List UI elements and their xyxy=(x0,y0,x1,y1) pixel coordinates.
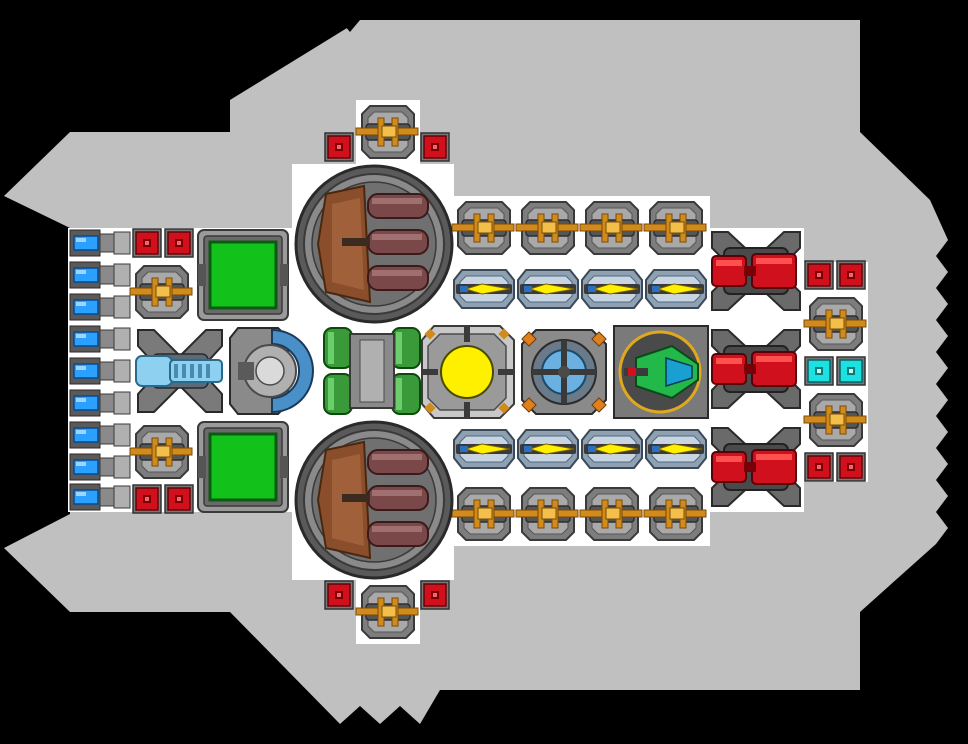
fuel-tank-icon xyxy=(294,420,454,580)
thruster-icon xyxy=(69,325,131,353)
thruster-icon xyxy=(69,483,131,511)
reactor-core-icon xyxy=(421,325,515,419)
thruster-bank xyxy=(69,229,131,511)
main-engine-icon xyxy=(135,329,223,413)
missile-launcher-icon xyxy=(517,429,579,469)
ammo-box-icon xyxy=(804,260,834,290)
missile-launcher-icon xyxy=(581,269,643,309)
ammo-box-icon xyxy=(804,452,834,482)
missile-launcher-icon xyxy=(581,429,643,469)
cannon-turret-icon xyxy=(355,105,419,159)
ammo-box-icon xyxy=(420,132,450,162)
ammo-box-icon xyxy=(164,228,194,258)
thruster-icon xyxy=(69,261,131,289)
cannon-turret-icon xyxy=(579,201,643,255)
thruster-icon xyxy=(69,389,131,417)
missile-launcher-icon xyxy=(453,429,515,469)
fuel-tank-icon xyxy=(294,164,454,324)
missile-launcher-icon xyxy=(517,269,579,309)
ammo-box-icon xyxy=(164,484,194,514)
shield-cell-icon xyxy=(836,356,866,386)
cargo-bay-icon xyxy=(196,228,290,322)
thruster-icon xyxy=(69,421,131,449)
ammo-box-icon xyxy=(132,484,162,514)
ammo-box-icon xyxy=(324,580,354,610)
cargo-bay-icon xyxy=(196,420,290,514)
ammo-box-icon xyxy=(132,228,162,258)
cannon-turret-icon xyxy=(129,265,193,319)
cannon-turret-icon xyxy=(355,585,419,639)
cannon-turret-icon xyxy=(643,487,707,541)
ammo-box-icon xyxy=(420,580,450,610)
thruster-icon xyxy=(69,453,131,481)
ammo-box-icon xyxy=(836,260,866,290)
shield-cell-icon xyxy=(804,356,834,386)
green-tank-icon xyxy=(323,327,421,415)
heavy-cannons xyxy=(711,231,801,507)
missile-launcher-icon xyxy=(645,429,707,469)
cannon-turret-icon xyxy=(579,487,643,541)
cannon-turret-icon xyxy=(451,487,515,541)
cannon-turret-icon xyxy=(643,201,707,255)
cannon-turret-icon xyxy=(803,297,867,351)
missile-launcher-icon xyxy=(645,269,707,309)
cannon-turret-icon xyxy=(515,487,579,541)
cannon-turret-icon xyxy=(803,393,867,447)
cockpit-dome-icon xyxy=(229,327,314,415)
thruster-icon xyxy=(69,357,131,385)
cannon-turret-icon xyxy=(129,425,193,479)
cannon-turret-icon xyxy=(515,201,579,255)
missile-launcher-icon xyxy=(453,269,515,309)
cannon-turret-icon xyxy=(451,201,515,255)
ai-core-icon xyxy=(613,325,709,419)
thruster-icon xyxy=(69,293,131,321)
ammo-box-icon xyxy=(324,132,354,162)
gyroscope-icon xyxy=(521,329,607,415)
ammo-box-icon xyxy=(836,452,866,482)
thruster-icon xyxy=(69,229,131,257)
